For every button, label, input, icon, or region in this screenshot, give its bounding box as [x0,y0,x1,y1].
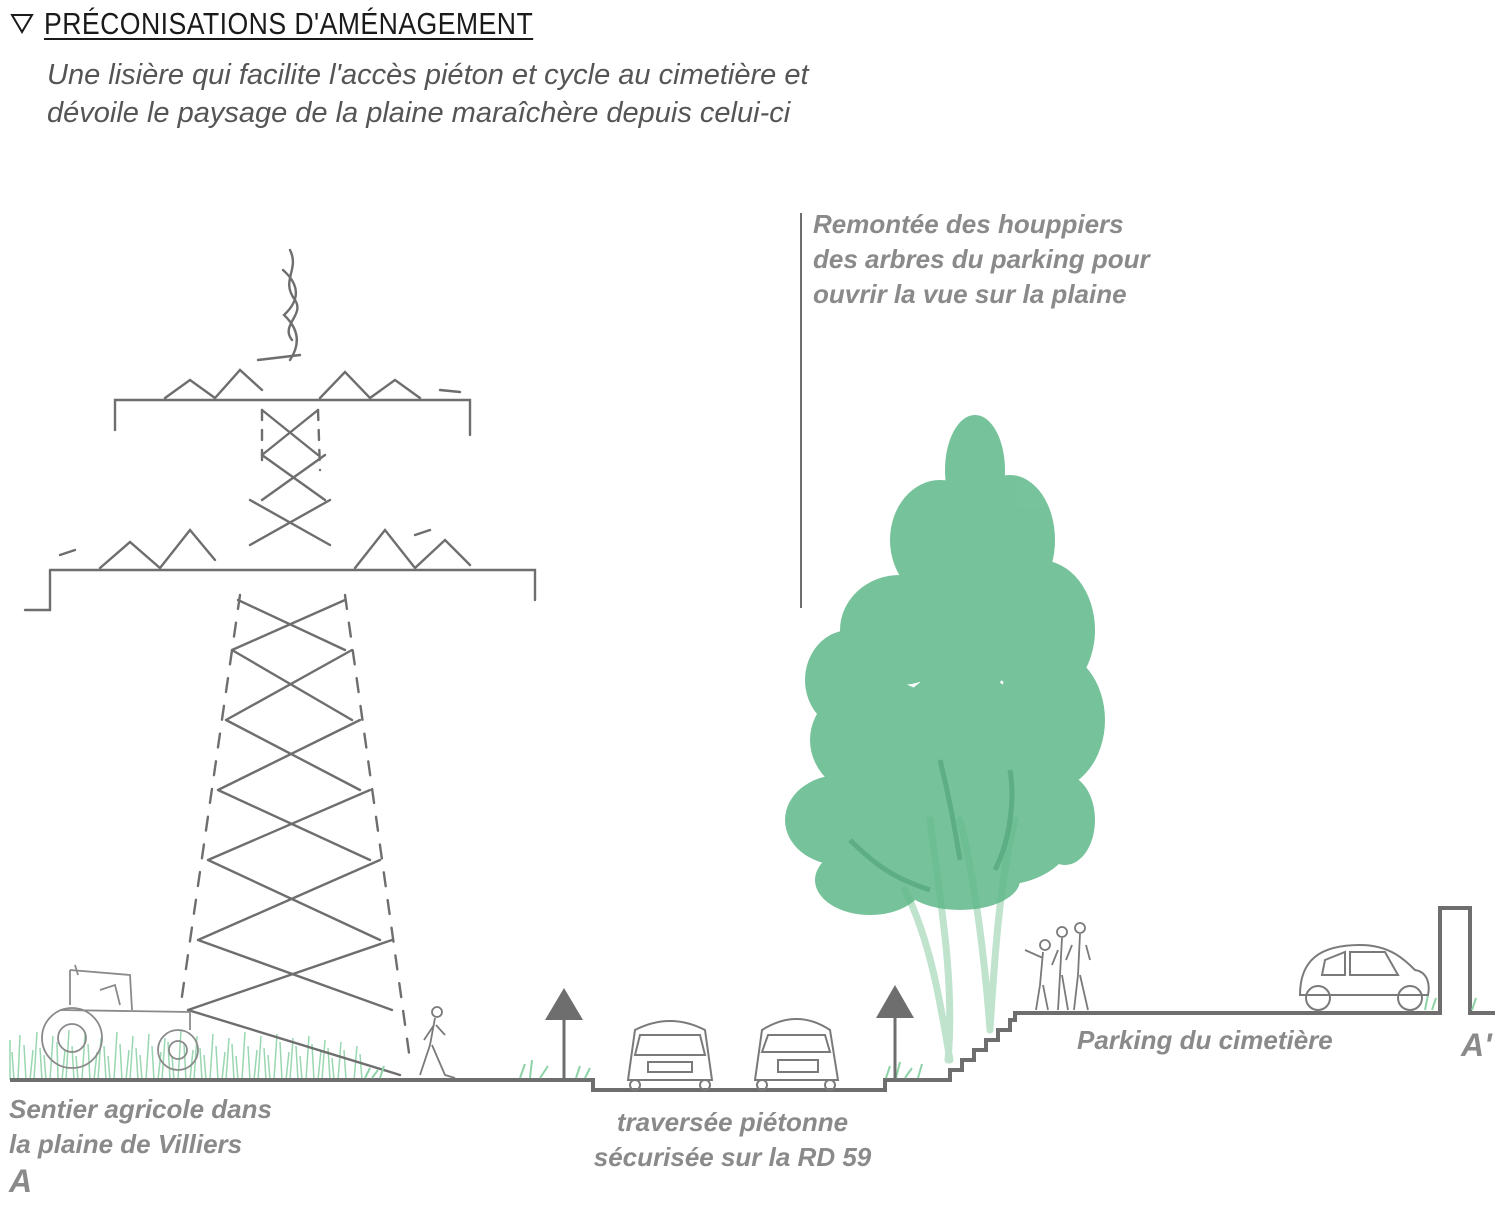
section-heading: PRÉCONISATIONS D'AMÉNAGEMENT [10,6,613,42]
annotation-tree: Remontée des houppiers des arbres du par… [813,207,1150,312]
subtitle-line-2: dévoile le paysage de la plaine maraîchè… [47,97,791,129]
annotation-tree-line-3: ouvrir la vue sur la plaine [813,279,1127,309]
annotation-tree-line-1: Remontée des houppiers [813,209,1124,239]
car-icon [626,1020,714,1091]
pedestrian-icon [1024,922,1091,1011]
annotation-crossing-line-2: sécurisée sur la RD 59 [593,1142,872,1172]
tree-icon [785,415,1105,1064]
ground-profile [10,906,1495,1092]
annotation-tree-line-2: des arbres du parking pour [813,244,1150,274]
tractor-icon [41,964,199,1071]
arrow-up-icon [545,985,914,1078]
pylon-icon [23,248,537,1077]
car-icon [753,1018,840,1091]
annotation-path: Sentier agricole dans la plaine de Villi… [9,1092,272,1162]
annotation-path-line-2: la plaine de Villiers [9,1129,243,1159]
car-icon [1298,943,1430,1011]
annotation-parking: Parking du cimetière [1077,1025,1333,1055]
subtitle-line-1: Une lisière qui facilite l'accès piéton … [47,59,809,91]
subtitle: Une lisière qui facilite l'accès piéton … [47,56,947,132]
grass-tufts [364,994,1477,1079]
annotation-crossing: traversée piétonne sécurisée sur la RD 5… [560,1105,905,1175]
page-title: PRÉCONISATIONS D'AMÉNAGEMENT [44,6,534,41]
annotation-crossing-line-1: traversée piétonne [616,1107,849,1137]
section-end-marker: A' [1461,1027,1492,1063]
triangle-down-icon [10,6,36,42]
pedestrian-icon [419,1006,456,1079]
section-start-marker: A [9,1163,33,1199]
annotation-path-line-1: Sentier agricole dans [9,1094,272,1124]
